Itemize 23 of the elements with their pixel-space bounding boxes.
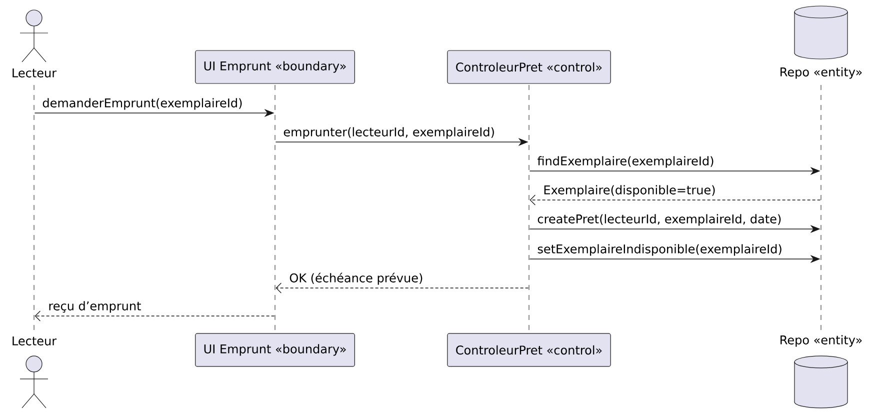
node-label: Repo «entity»: [780, 67, 862, 79]
database: Repo «entity»: [780, 6, 862, 79]
participant-box: UI Emprunt «boundary»: [195, 50, 355, 84]
participant-box: ControleurPret «control»: [447, 50, 611, 84]
actor: Lecteur: [12, 336, 57, 408]
node-label: Repo «entity»: [780, 335, 862, 347]
message-label: demanderEmprunt(exemplaireId): [41, 97, 244, 111]
message-label: createPret(lecteurId, exemplaireId, date): [536, 213, 783, 227]
node-label: Lecteur: [12, 336, 57, 346]
message-label: setExemplaireIndisponible(exemplaireId): [536, 243, 784, 257]
actor: Lecteur: [12, 10, 57, 78]
database: Repo «entity»: [780, 335, 862, 408]
message-arrow: [276, 282, 529, 294]
message-label: reçu d’emprunt: [47, 300, 142, 314]
message-arrow: [530, 194, 821, 206]
message-label: OK (échéance prévue): [288, 272, 424, 286]
message-label: findExemplaire(exemplaireId): [536, 155, 716, 169]
participant-box: UI Emprunt «boundary»: [195, 333, 355, 367]
message-arrow: [34, 310, 275, 322]
participant-box: ControleurPret «control»: [447, 333, 611, 367]
node-label: Lecteur: [12, 68, 57, 78]
message-label: emprunter(lecteurId, exemplaireId): [282, 126, 496, 140]
message-label: Exemplaire(disponible=true): [542, 184, 717, 198]
